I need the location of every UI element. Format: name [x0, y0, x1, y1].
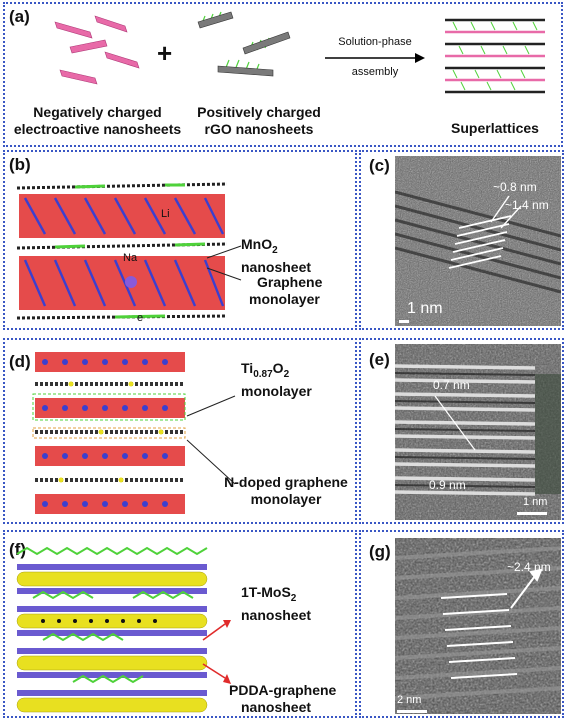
mos2-text: 1T-MoS: [241, 584, 291, 600]
mos2-label-line-2: nanosheet: [241, 606, 312, 623]
panel-d: (d) Ti0.87: [3, 338, 357, 524]
tem-e-noise: [395, 344, 561, 520]
mos2-subscript: 2: [290, 592, 297, 604]
negative-caption-line-1: Negatively charged: [33, 104, 162, 120]
ng-label-line-1: N-doped graphene: [224, 474, 348, 490]
mno2-nanosheet-label: MnO2 nanosheet: [241, 236, 311, 276]
panel-c-tem-image: [395, 156, 561, 326]
panel-c-scale-bar: [399, 320, 409, 323]
panel-d-label: (d): [9, 352, 31, 371]
pdda-label-line-2: nanosheet: [241, 699, 312, 715]
mno2-label-line-1: MnO2: [241, 236, 311, 259]
superlattices-caption: Superlattices: [451, 120, 539, 136]
n-doped-graphene-label: N-doped graphene monolayer: [211, 474, 361, 508]
ti-subscript: 0.87: [253, 368, 273, 380]
panel-b-pointer-lines: [206, 245, 242, 281]
panel-b-label: (b): [9, 155, 31, 174]
electron-label: e: [137, 312, 144, 324]
rgo-nanosheets-illustration: [197, 11, 291, 77]
panel-c-spacing-2: ~1.4 nm: [505, 198, 549, 212]
panel-c-spacing-1: ~0.8 nm: [493, 180, 537, 194]
panel-c-label: (c): [369, 156, 390, 175]
pdda-graphene-label: PDDA-graphene nanosheet: [229, 682, 336, 716]
plus-sign: +: [157, 38, 173, 68]
assembly-arrow-top-text: Solution-phase: [338, 36, 412, 48]
tem-g-noise: [395, 538, 561, 714]
assembly-arrow: [325, 53, 425, 63]
mno2-graphene-structure: [16, 182, 228, 320]
ti-label-line-1: Ti0.87O2: [241, 360, 312, 383]
panel-c-scale-label: 1 nm: [407, 300, 443, 317]
negative-caption-line-2: electroactive nanosheets: [13, 121, 182, 137]
assembly-arrow-bottom-text: assembly: [351, 66, 399, 78]
rgo-caption-line-2: rGO nanosheets: [204, 121, 314, 137]
panel-a-label: (a): [9, 7, 30, 26]
panel-e-tem-image: [395, 344, 561, 520]
mos2-label-line-1: 1T-MoS2: [241, 584, 311, 607]
panel-g-tem-image: [395, 538, 561, 714]
panel-e-spacing-1: 0.7 nm: [433, 378, 470, 392]
o-subscript: 2: [283, 368, 290, 380]
panel-e-spacing-2: 0.9 nm: [429, 478, 466, 492]
mos2-nanosheet-label: 1T-MoS2 nanosheet: [241, 584, 311, 624]
graphene-label-line-2: monolayer: [249, 291, 320, 307]
rgo-nanosheets-caption: Positively charged rGO nanosheets: [191, 104, 327, 138]
mno2-text: MnO: [241, 236, 273, 252]
panel-c: (c): [359, 150, 564, 330]
ti-text: Ti: [241, 360, 254, 376]
mno2-label-line-2: nanosheet: [241, 258, 312, 275]
panel-e-scale-label: 1 nm: [523, 496, 548, 508]
superlattice-illustration: [445, 18, 545, 94]
negative-nanosheets-illustration: [54, 15, 140, 85]
li-atom-label: Li: [161, 208, 170, 220]
pdda-label-line-1: PDDA-graphene: [229, 682, 337, 698]
panel-b: (b) Li Na e MnO2: [3, 150, 357, 330]
rgo-caption-line-1: Positively charged: [197, 104, 321, 120]
panel-d-pointer-lines: [186, 395, 236, 485]
panel-f-arrows: [202, 620, 231, 684]
panel-a: (a) + Solution-phase assembly: [3, 2, 563, 147]
panel-e-scale-bar: [517, 512, 547, 515]
panel-g-scale-bar: [397, 710, 427, 713]
panel-g-scale-label: 2 nm: [397, 694, 422, 706]
panel-g-spacing-1: ~2.4 nm: [507, 560, 551, 574]
tem-c-noise: [395, 156, 561, 326]
na-atom-label: Na: [123, 252, 138, 264]
ti-label-line-2: monolayer: [241, 382, 312, 399]
panel-g: (g): [359, 530, 564, 718]
mos2-pdda-structure: [16, 546, 208, 713]
panel-f: (f): [3, 530, 357, 718]
panel-g-label: (g): [369, 542, 391, 561]
o-text: O: [272, 360, 284, 376]
panel-e: (e): [359, 338, 564, 524]
ti-monolayer-label: Ti0.87O2 monolayer: [241, 360, 312, 400]
panel-e-label: (e): [369, 350, 390, 369]
panel-f-label: (f): [9, 540, 26, 559]
mno2-subscript: 2: [272, 244, 278, 256]
ti-graphene-structure: [32, 352, 186, 514]
graphene-label-line-1: Graphene: [257, 274, 323, 290]
negative-nanosheets-caption: Negatively charged electroactive nanoshe…: [5, 104, 190, 138]
ng-label-line-2: monolayer: [250, 491, 322, 507]
graphene-monolayer-label: Graphene monolayer: [249, 274, 323, 308]
